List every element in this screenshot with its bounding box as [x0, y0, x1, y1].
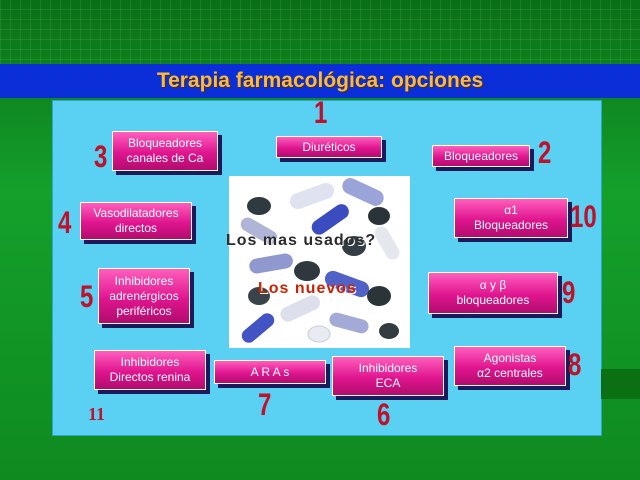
overlay-new: Los nuevos	[258, 280, 357, 297]
number-11: 11	[88, 404, 106, 424]
box-line: Bloqueadores	[127, 136, 203, 150]
box-vasodilatadores: Vasodilatadores directos	[80, 202, 192, 240]
box-line: Vasodilatadores	[93, 206, 179, 220]
number-3: 3	[94, 139, 108, 175]
pills-illustration	[229, 176, 410, 348]
box-line: canales de Ca	[126, 151, 204, 165]
number-10: 10	[570, 199, 597, 235]
box-line: Bloqueadores	[473, 218, 549, 232]
box-line: A R A s	[250, 364, 290, 379]
slide-title: Terapia farmacológica: opciones	[156, 69, 484, 92]
box-line: ECA	[375, 376, 401, 390]
number-8: 8	[568, 347, 582, 383]
box-line: Inhibidores	[120, 355, 180, 369]
box-inhibidores-eca: Inhibidores ECA	[332, 356, 444, 396]
box-line: Diuréticos	[302, 139, 356, 154]
box-line: directos	[114, 221, 157, 235]
box-agonistas-alfa2: Agonistas α2 centrales	[454, 346, 566, 386]
number-1: 1	[314, 95, 328, 131]
number-4: 4	[58, 205, 72, 241]
number-5: 5	[80, 279, 94, 315]
box-diureticos: Diuréticos	[276, 136, 382, 158]
box-line: bloqueadores	[456, 293, 530, 307]
box-line: α y β	[479, 278, 507, 292]
side-decoration	[601, 369, 640, 399]
box-line: α1	[504, 203, 518, 217]
box-bloqueadores: Bloqueadores	[432, 145, 530, 167]
number-7: 7	[258, 387, 272, 423]
title-bar: Terapia farmacológica: opciones	[0, 64, 640, 98]
pills-image	[229, 176, 410, 348]
box-line: Directos renina	[109, 370, 191, 384]
box-line: Inhibidores	[358, 361, 418, 375]
number-2: 2	[538, 135, 552, 171]
overlay-most-used: Los mas usados?	[226, 232, 377, 249]
number-9: 9	[562, 275, 576, 311]
box-line: α2 centrales	[477, 366, 543, 380]
box-aras: A R A s	[214, 360, 326, 384]
box-line: Agonistas	[483, 351, 537, 365]
box-line: Inhibidores	[114, 273, 174, 288]
box-alfa1-bloqueadores: α1 Bloqueadores	[454, 198, 568, 238]
box-bloqueadores-canales-ca: Bloqueadores canales de Ca	[112, 131, 218, 171]
box-inhibidores-renina: Inhibidores Directos renina	[94, 350, 206, 390]
box-line: adrenérgicos	[109, 288, 179, 303]
box-inhibidores-adrenergicos: Inhibidores adrenérgicos periféricos	[98, 268, 190, 324]
box-line: Bloqueadores	[443, 148, 519, 163]
background-grid	[0, 0, 640, 70]
box-line: periféricos	[116, 303, 172, 318]
box-alfa-beta-bloqueadores: α y β bloqueadores	[428, 272, 558, 314]
number-6: 6	[377, 397, 391, 433]
